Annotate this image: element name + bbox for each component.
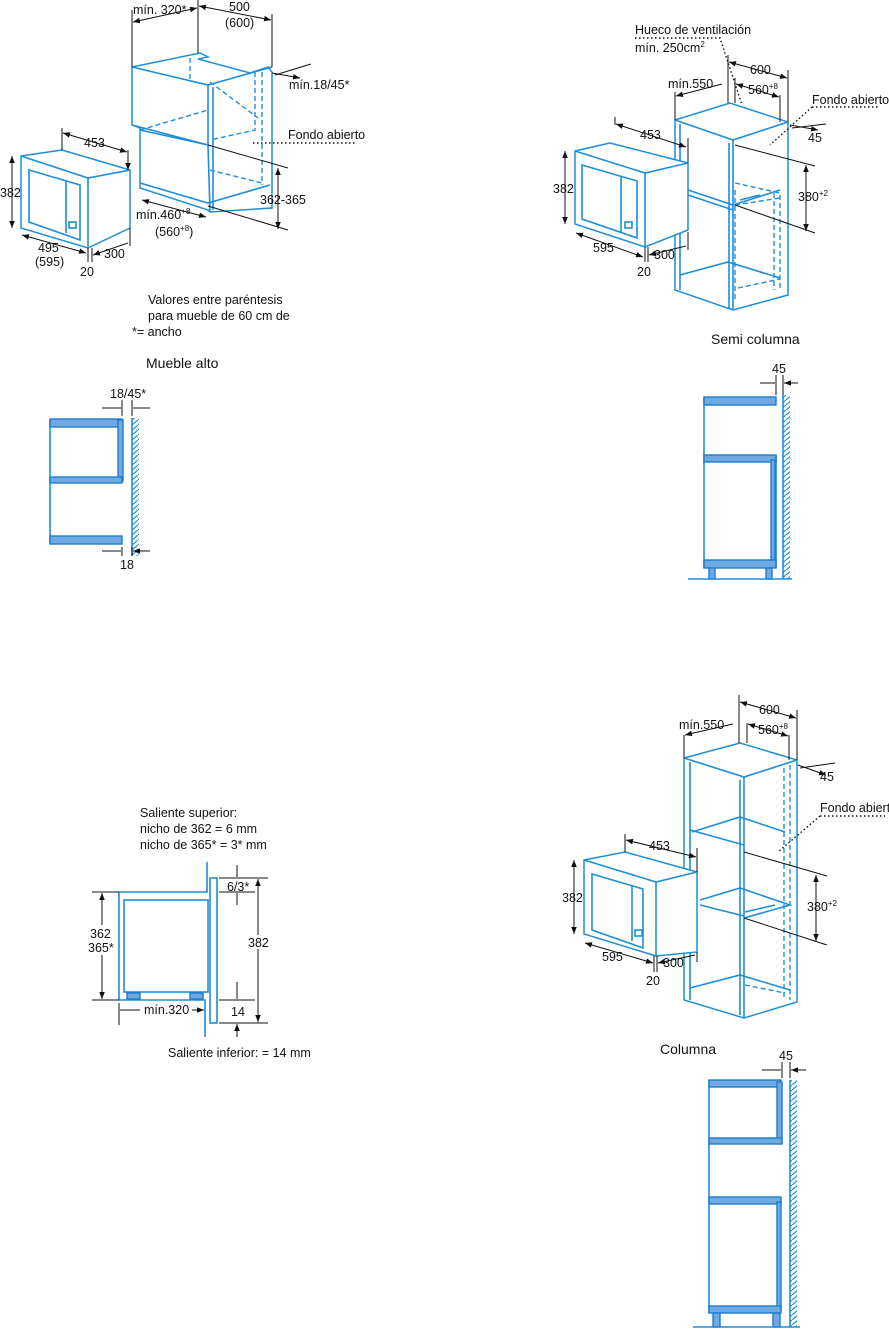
- dim-45: 45: [820, 770, 834, 784]
- dim-453: 453: [649, 839, 670, 853]
- wall-hatch: [132, 418, 139, 556]
- dim-18: 18: [120, 558, 134, 572]
- cabinet-top-board: [49, 418, 123, 428]
- dim-min320: mín.320: [144, 1003, 189, 1017]
- bottom-board: [703, 559, 777, 569]
- saliente-superior-365: nicho de 365* = 3* mm: [140, 838, 267, 852]
- semi-column-cabinet-drawing: [674, 102, 789, 311]
- lower-top-board: [708, 1196, 782, 1205]
- dim-600: 600: [759, 703, 780, 717]
- dim-min550: mín.550: [679, 718, 724, 732]
- dim-min320: mín. 320*: [133, 3, 187, 17]
- dim-min550: mín.550: [668, 77, 713, 91]
- dim-382: 382: [553, 182, 574, 196]
- hueco-min-area: mín. 250cm2: [635, 40, 705, 55]
- dim-560: (560+8): [155, 224, 193, 239]
- dim-362: 362: [90, 927, 111, 941]
- dim-382: 382: [562, 891, 583, 905]
- upper-cabinet-drawing: [131, 52, 273, 213]
- back-board: [776, 1081, 783, 1143]
- dimension-lines: [562, 37, 880, 262]
- dimension-lines: [571, 695, 885, 972]
- caption-mueble-alto: Mueble alto: [146, 355, 219, 371]
- dim-453: 453: [640, 128, 661, 142]
- saliente-inferior: Saliente inferior: = 14 mm: [168, 1046, 311, 1060]
- top-board: [708, 1079, 782, 1088]
- microwave-drawing: [574, 142, 689, 248]
- hueco-ventilacion-label: Hueco de ventilación: [635, 23, 751, 37]
- dim-45: 45: [772, 362, 786, 376]
- dim-600: (600): [225, 16, 254, 30]
- columna-iso-figure: 600 mín.550 560+8 45 Fondo abierto 453 3…: [562, 695, 889, 1057]
- dim-362-365: 362-365: [260, 193, 306, 207]
- dim-18-45: 18/45*: [110, 387, 146, 401]
- dim-595: (595): [35, 255, 64, 269]
- middle-board: [708, 1137, 783, 1145]
- dim-14: 14: [231, 1005, 245, 1019]
- dim-595: 595: [602, 950, 623, 964]
- saliente-superior-362: nicho de 362 = 6 mm: [140, 822, 257, 836]
- note-line-2: para mueble de 60 cm de: [148, 309, 290, 323]
- dim-600: 600: [750, 63, 771, 77]
- leg: [765, 567, 773, 580]
- section-view-figure: Saliente superior: nicho de 362 = 6 mm n…: [88, 806, 311, 1060]
- leg: [712, 1312, 721, 1328]
- column-cabinet-drawing: [683, 742, 798, 1019]
- dim-365: 365*: [88, 941, 114, 955]
- mueble-alto-iso-figure: mín. 320* 500 (600) mín.18/45* Fondo abi…: [0, 0, 365, 371]
- leg: [708, 567, 716, 580]
- dim-300: 300: [104, 247, 125, 261]
- saliente-superior-title: Saliente superior:: [140, 806, 237, 820]
- dim-300: 300: [663, 956, 684, 970]
- wall-hatch: [783, 395, 790, 579]
- wall-hatch: [790, 1080, 797, 1327]
- columna-side-figure: 45: [693, 1049, 806, 1328]
- fondo-abierto-label: Fondo abierto: [288, 128, 365, 142]
- semi-columna-side-figure: 45: [688, 362, 798, 580]
- dim-45: 45: [779, 1049, 793, 1063]
- caption-columna: Columna: [660, 1041, 716, 1057]
- fondo-abierto-label: Fondo abierto: [820, 801, 889, 815]
- fondo-abierto-label: Fondo abierto: [812, 93, 889, 107]
- dimension-lines: [9, 0, 355, 262]
- mueble-alto-side-figure: 18/45* 18: [49, 387, 150, 572]
- middle-board: [703, 454, 777, 463]
- top-board: [703, 396, 777, 406]
- dim-20: 20: [80, 265, 94, 279]
- cabinet-middle-board: [49, 476, 123, 484]
- dim-500: 500: [229, 0, 250, 14]
- dim-380: 380+2: [807, 899, 838, 914]
- dim-20: 20: [646, 974, 660, 988]
- cabinet-back-board: [117, 419, 124, 482]
- dim-min18-45: mín.18/45*: [289, 78, 350, 92]
- dim-min460: mín.460+8: [136, 207, 191, 222]
- lower-back-board: [776, 1201, 782, 1311]
- caption-semi-columna: Semi columna: [711, 331, 800, 347]
- dim-380: 380+2: [798, 189, 829, 204]
- dim-45: 45: [808, 131, 822, 145]
- dim-382: 382: [0, 186, 21, 200]
- dim-453: 453: [84, 136, 105, 150]
- front-panel: [209, 877, 218, 1024]
- dim-382: 382: [248, 936, 269, 950]
- leg: [772, 1312, 781, 1328]
- note-line-3: *= ancho: [132, 325, 182, 339]
- cabinet-bottom-board: [49, 535, 123, 545]
- note-line-1: Valores entre paréntesis: [148, 293, 283, 307]
- dim-560: 560+8: [748, 82, 779, 97]
- dim-560: 560+8: [758, 722, 789, 737]
- dim-20: 20: [637, 265, 651, 279]
- dim-595: 595: [593, 241, 614, 255]
- bottom-board: [708, 1305, 782, 1314]
- dim-6-3: 6/3*: [227, 880, 249, 894]
- dim-495: 495: [38, 241, 59, 255]
- back-board: [770, 459, 776, 561]
- microwave-drawing: [20, 149, 131, 249]
- dim-300: 300: [654, 248, 675, 262]
- microwave-drawing: [583, 851, 698, 957]
- semi-columna-iso-figure: Hueco de ventilación mín. 250cm2 600 mín…: [553, 23, 889, 347]
